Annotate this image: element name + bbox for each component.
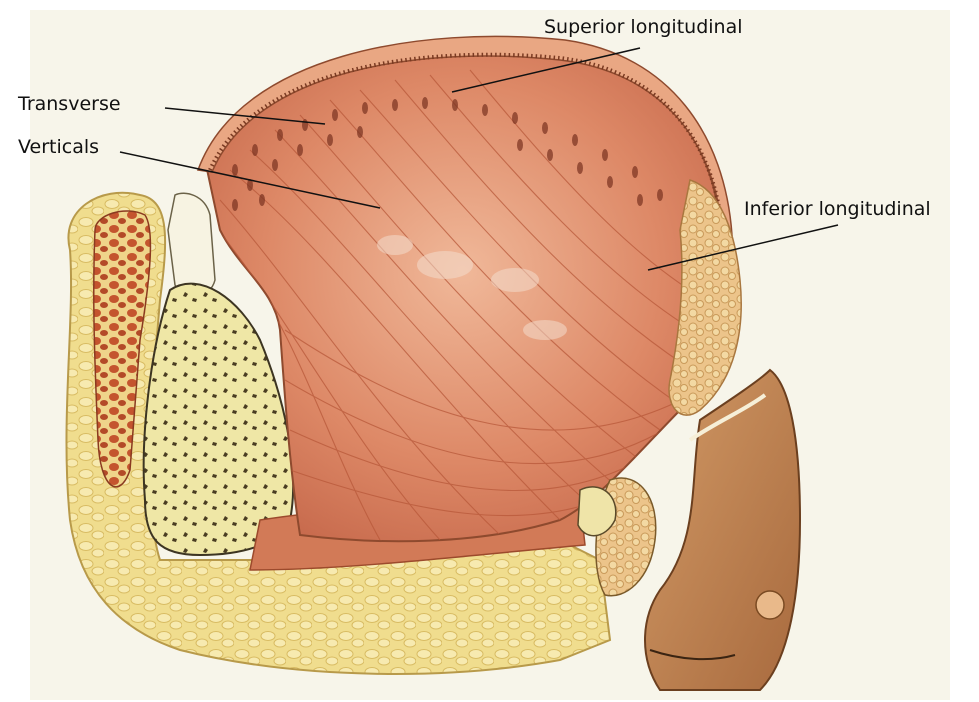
label-superior-longitudinal: Superior longitudinal xyxy=(544,18,743,37)
incisor-tooth xyxy=(168,193,215,295)
label-transverse: Transverse xyxy=(18,95,121,114)
label-verticals: Verticals xyxy=(18,138,99,157)
label-inferior-longitudinal: Inferior longitudinal xyxy=(744,200,931,219)
